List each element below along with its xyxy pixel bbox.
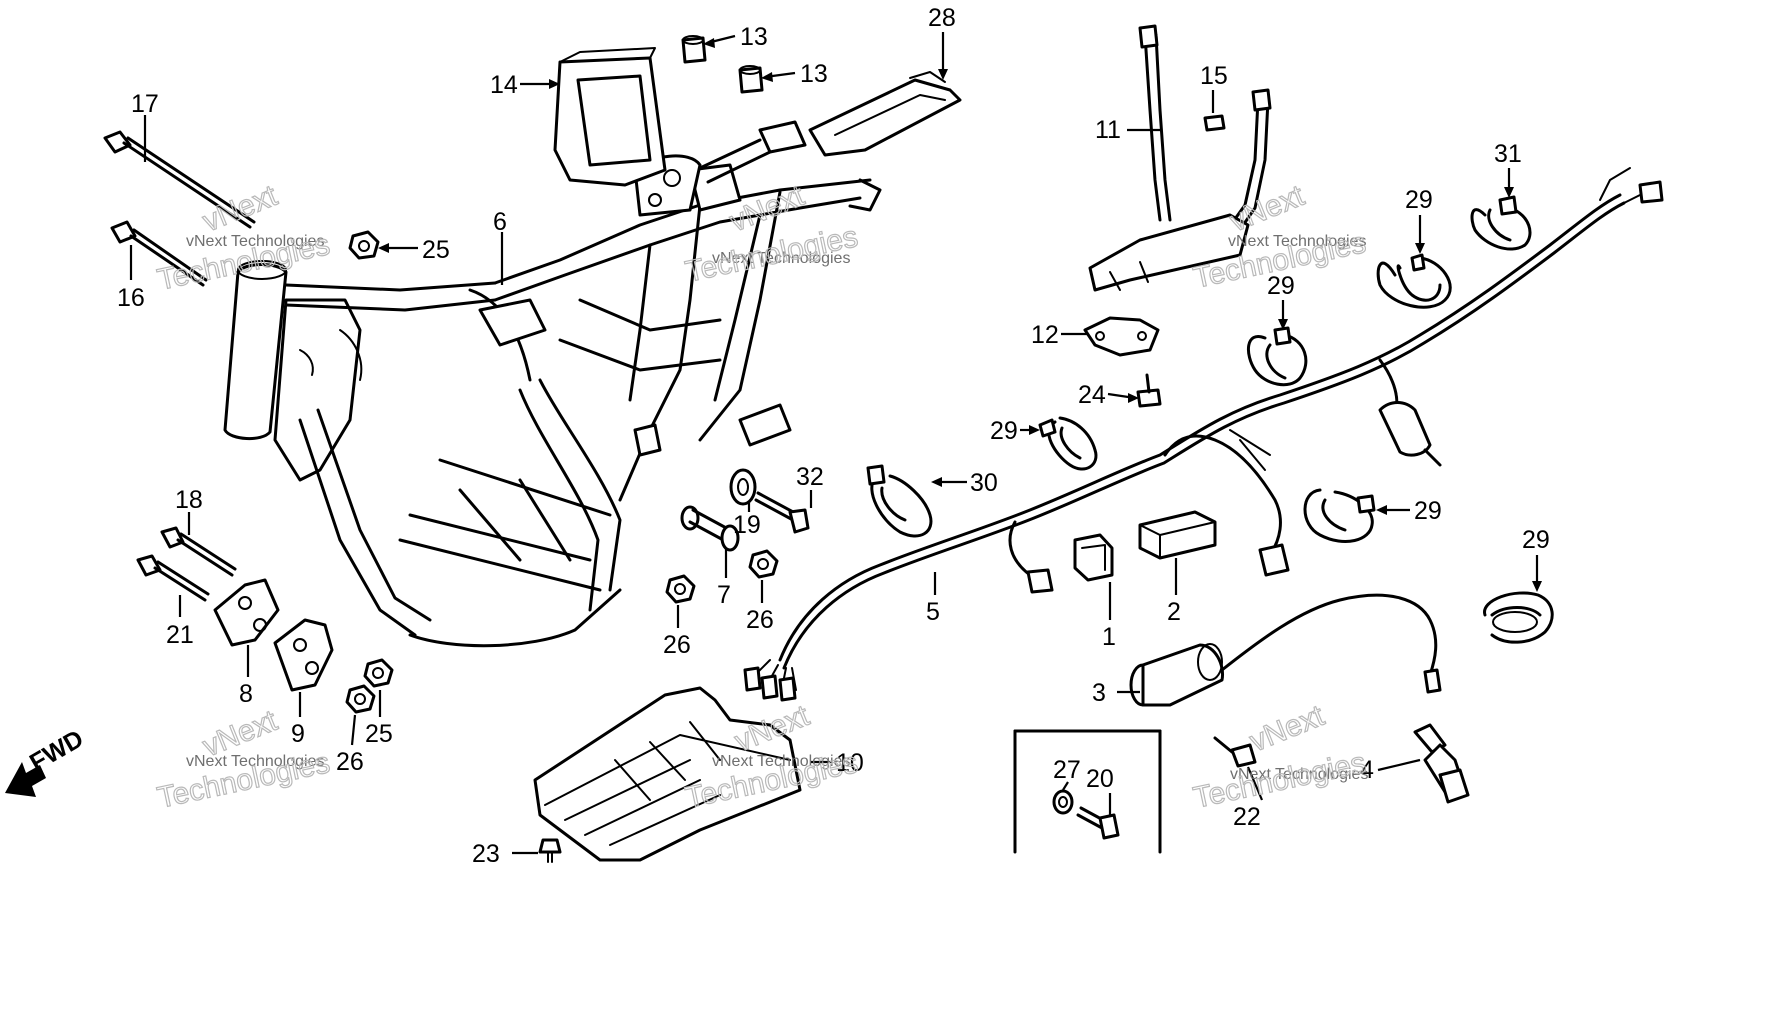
watermark-caption: vNext Technologies	[1228, 233, 1366, 250]
bracket-12-part	[1083, 316, 1160, 357]
callout-5: 5	[926, 598, 940, 626]
watermark-top-left: vNext vNext Technologies Technologies	[154, 178, 333, 297]
callout-29b: 29	[1267, 272, 1295, 300]
leader-lines	[129, 32, 1542, 855]
tab-15-part	[1203, 114, 1226, 132]
watermark-caption: vNext Technologies	[712, 753, 850, 770]
grommet-13a-part	[681, 35, 707, 64]
bolt-16-part	[110, 220, 208, 287]
bolt-32-part	[754, 491, 810, 534]
bolt-20-part	[1076, 806, 1120, 840]
collar-19-part	[729, 468, 757, 506]
nut-25a-part	[348, 230, 380, 260]
callout-3: 3	[1092, 679, 1106, 707]
callout-2: 2	[1167, 598, 1181, 626]
callout-31: 31	[1494, 140, 1522, 168]
watermark-caption: vNext Technologies	[186, 753, 324, 770]
screw-24-part	[1136, 373, 1162, 408]
bolt-21-part	[136, 554, 210, 602]
callout-21: 21	[166, 621, 194, 649]
skid-plate-part	[533, 686, 802, 862]
watermark-vnext: vNext	[1245, 699, 1329, 759]
fwd-label: FWD	[25, 724, 88, 777]
callout-30: 30	[970, 469, 998, 497]
callout-23: 23	[472, 840, 500, 868]
bolt-18-part	[160, 526, 237, 577]
callout-29e: 29	[1522, 526, 1550, 554]
callout-4: 4	[1360, 756, 1374, 784]
frame-part	[223, 120, 882, 648]
watermark-technologies: Technologies	[1191, 746, 1369, 815]
callout-13a: 13	[740, 23, 768, 51]
callout-labels: 1 2 3 4 5 6 7 8 9 10 11 12 13 13 14 15 1…	[117, 4, 1550, 868]
clamp-29d-part	[1303, 488, 1376, 544]
callout-20: 20	[1086, 765, 1114, 793]
callout-24: 24	[1078, 381, 1106, 409]
nut-26a-part	[345, 684, 376, 714]
regulator-2-part	[1138, 510, 1217, 560]
callout-29d: 29	[1414, 497, 1442, 525]
connector-1-part	[1073, 533, 1114, 582]
callout-26a: 26	[336, 748, 364, 776]
engine-bracket-8-part	[213, 578, 280, 647]
callout-1: 1	[1102, 623, 1116, 651]
callout-25b: 25	[365, 720, 393, 748]
callout-19: 19	[733, 511, 761, 539]
callout-8: 8	[239, 680, 253, 708]
callout-29a: 29	[1405, 186, 1433, 214]
kit-box	[1013, 729, 1162, 854]
watermark-caption: vNext Technologies	[186, 233, 324, 250]
rubber-strap-part	[808, 71, 962, 157]
battery-band-11-part	[1088, 24, 1272, 292]
callout-32: 32	[796, 463, 824, 491]
clamp-31-part	[1470, 195, 1532, 251]
bolt-7-part	[680, 505, 740, 552]
callout-16: 16	[117, 284, 145, 312]
callout-18: 18	[175, 486, 203, 514]
watermark-bottom-right: vNext vNext Technologies Technologies	[1190, 698, 1369, 815]
fwd-arrow: FWD	[5, 724, 88, 797]
screw-22-part	[1213, 736, 1257, 768]
clamp-29a-part	[1376, 253, 1452, 309]
callout-29c: 29	[990, 417, 1018, 445]
clamp-29b-part	[1246, 326, 1308, 387]
callout-22: 22	[1233, 803, 1261, 831]
callout-26b: 26	[663, 631, 691, 659]
bolt-23-part	[538, 838, 562, 863]
engine-bracket-9-part	[273, 618, 334, 692]
watermark-caption: vNext Technologies	[1230, 766, 1368, 783]
callout-13b: 13	[800, 60, 828, 88]
watermark-vnext: vNext	[198, 179, 282, 239]
callout-26c: 26	[746, 606, 774, 634]
clamp-29c-part	[1038, 416, 1098, 471]
callout-10: 10	[836, 749, 864, 777]
callout-9: 9	[291, 720, 305, 748]
callout-12: 12	[1031, 321, 1059, 349]
ignition-coil-3-part	[1129, 593, 1442, 707]
washer-27-part	[1052, 789, 1074, 815]
nut-26c-part	[748, 549, 779, 579]
callout-27: 27	[1053, 756, 1081, 784]
nut-26b-part	[665, 574, 696, 604]
nut-25b-part	[363, 658, 394, 688]
callout-6: 6	[493, 208, 507, 236]
callout-25a: 25	[422, 236, 450, 264]
watermark-vnext: vNext	[1225, 179, 1309, 239]
watermark-bottom-left: vNext vNext Technologies Technologies	[154, 703, 333, 815]
wire-harness-part	[743, 167, 1664, 702]
clamp-30-part	[866, 464, 933, 538]
plug-cap-4-part	[1413, 723, 1470, 804]
callout-11: 11	[1095, 116, 1121, 144]
grommet-13b-part	[738, 65, 764, 94]
callout-28: 28	[928, 4, 956, 32]
callout-14: 14	[490, 71, 518, 99]
number-plate-part	[553, 47, 667, 187]
callout-15: 15	[1200, 62, 1228, 90]
watermark-caption: vNext Technologies	[712, 250, 850, 267]
clamp-29e-part	[1483, 591, 1554, 644]
callout-17: 17	[131, 90, 159, 118]
callout-7: 7	[717, 581, 731, 609]
